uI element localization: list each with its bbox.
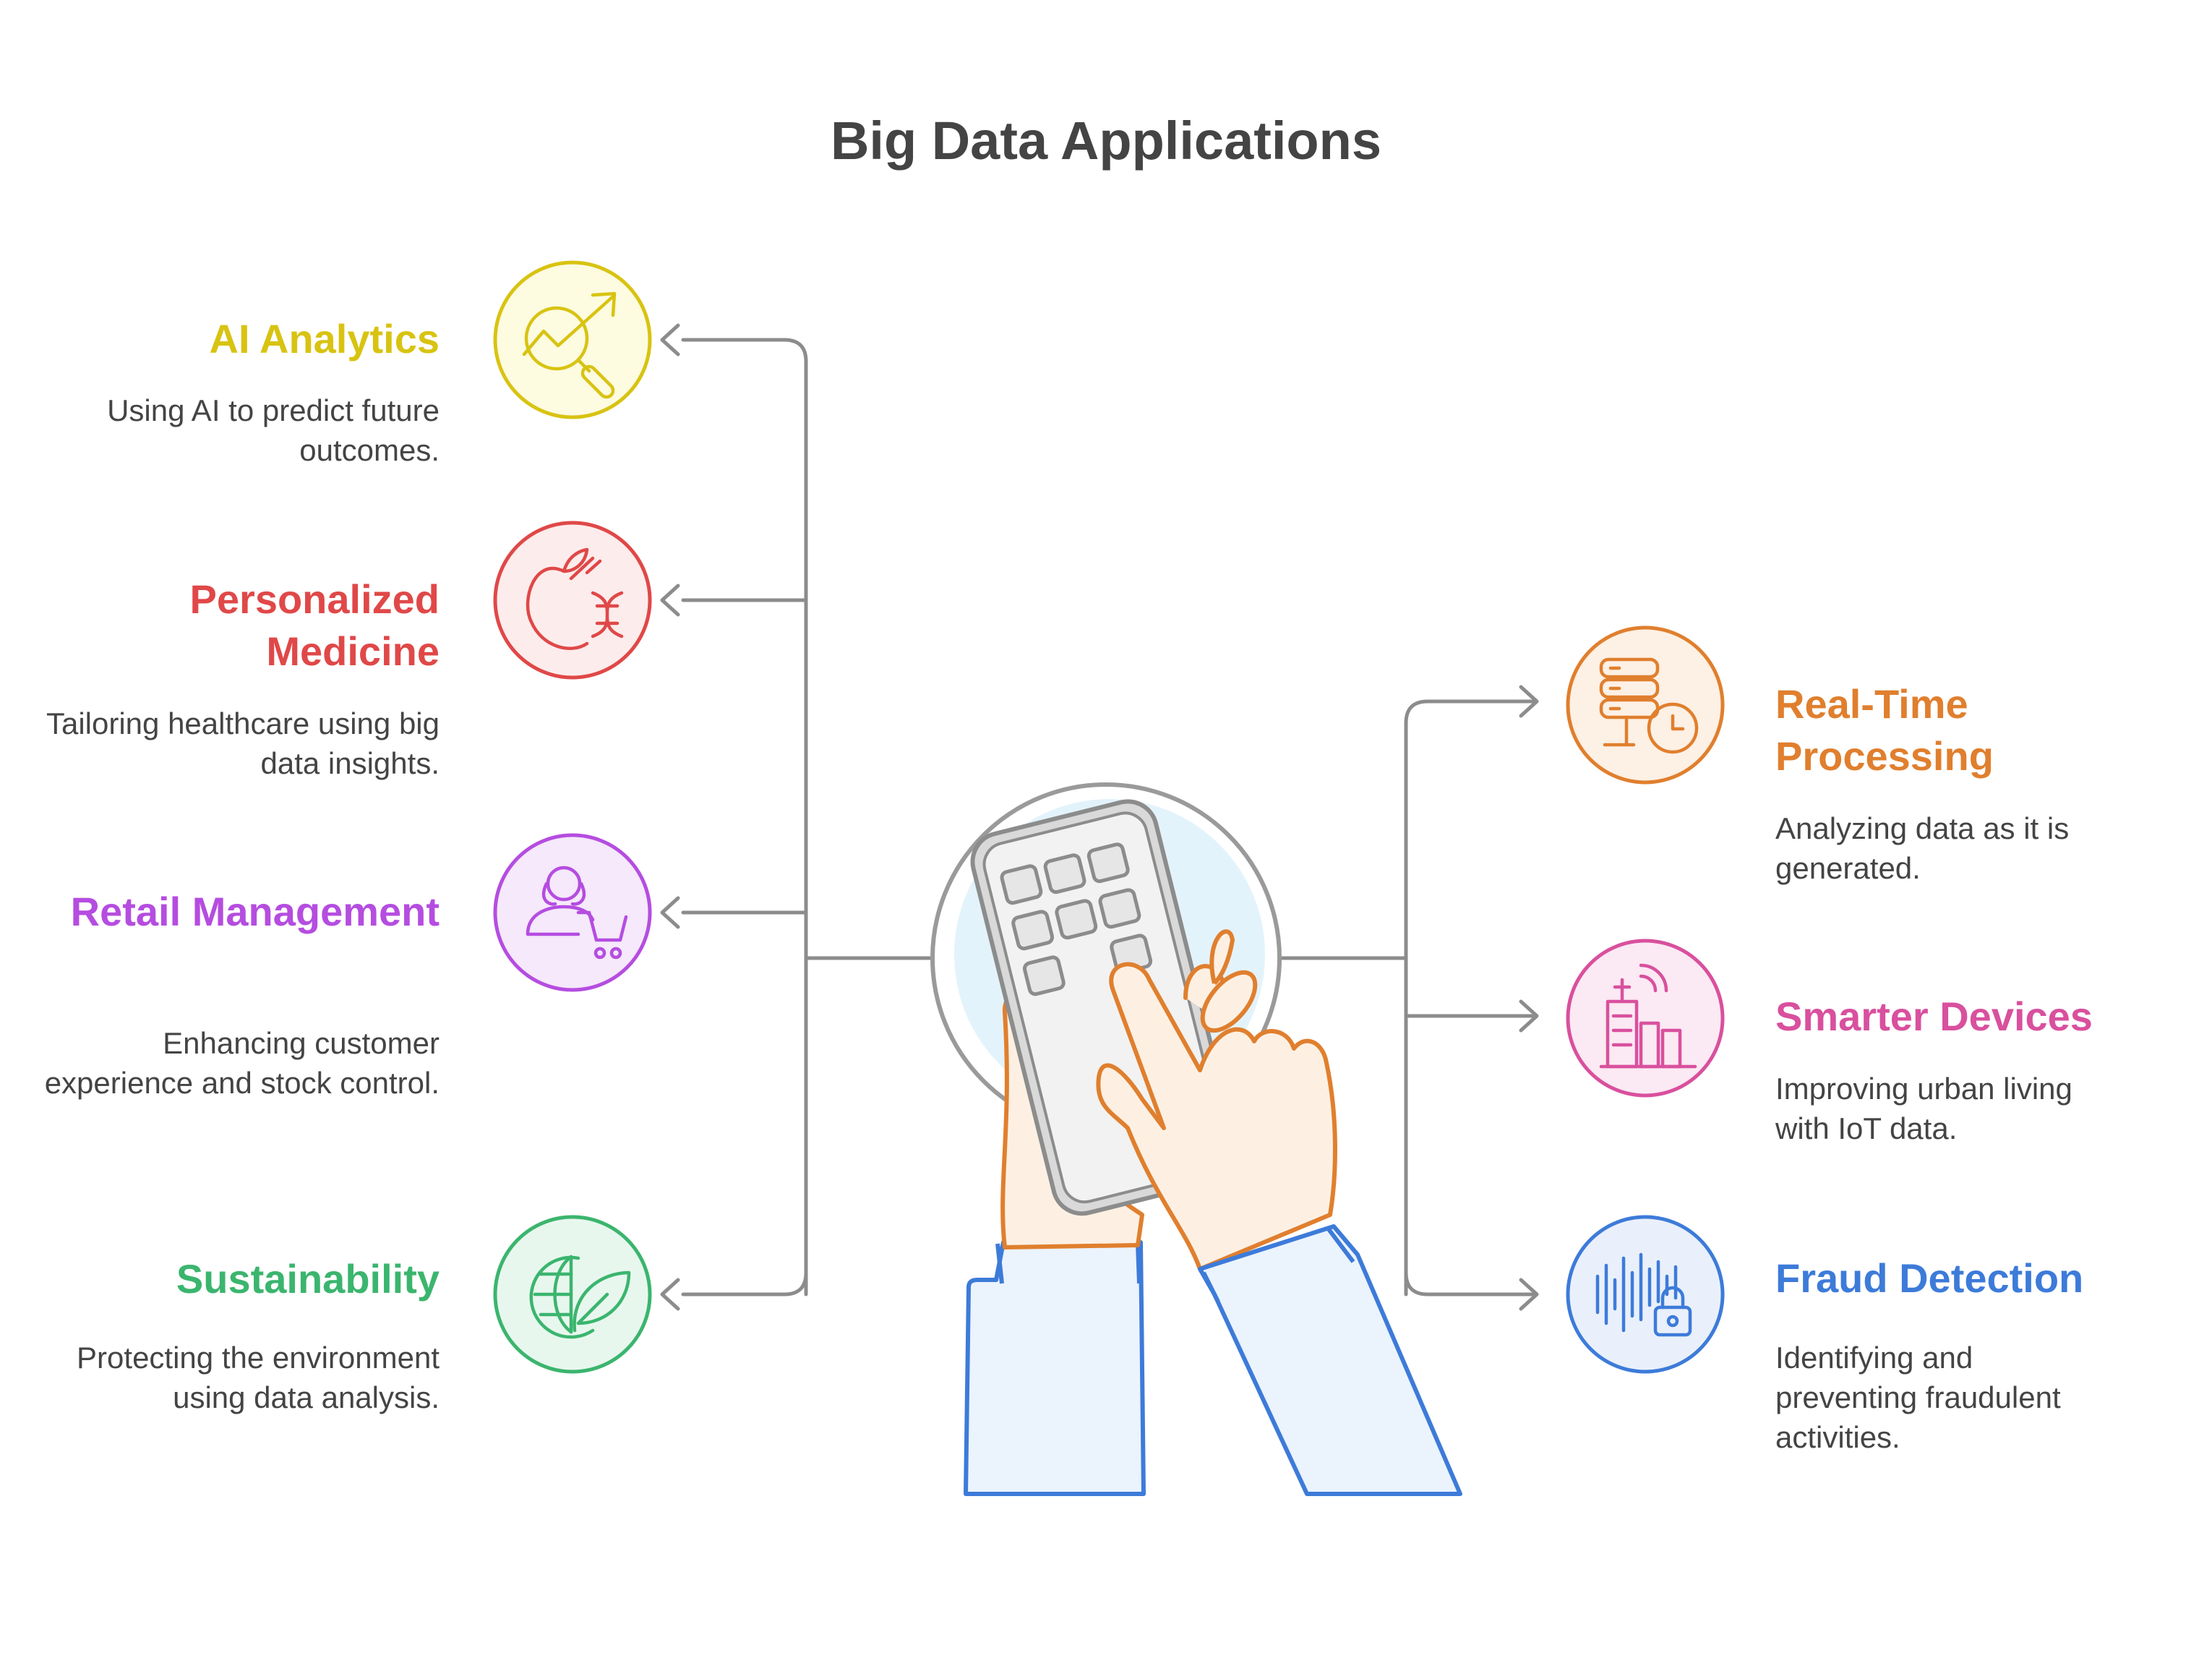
ai-analytics-title: AI Analytics	[209, 316, 440, 362]
personalized-medicine-title: Personalized Medicine	[189, 576, 440, 674]
page-title: Big Data Applications	[830, 111, 1381, 171]
personalized-medicine-description: Tailoring healthcare using big data insi…	[46, 706, 440, 780]
trend-magnifier-icon	[493, 260, 652, 419]
real-time-processing-description: Analyzing data as it is generated.	[1775, 811, 2070, 885]
connector-ai-analytics	[681, 338, 808, 1297]
hands-smartphone-icon	[930, 782, 1462, 1496]
ai-analytics-description: Using AI to predict future outcomes.	[107, 393, 440, 467]
globe-leaf-icon	[493, 1215, 652, 1374]
connector-real-time-processing	[1404, 699, 1535, 1297]
fraud-detection-description: Identifying and preventing fraudulent ac…	[1775, 1341, 2061, 1454]
server-clock-icon	[1566, 625, 1725, 785]
connector-sustainability	[681, 1270, 808, 1297]
retail-management-description: Enhancing customer experience and stock …	[44, 1026, 440, 1100]
fraud-detection-title: Fraud Detection	[1775, 1255, 2084, 1301]
retail-management-title: Retail Management	[70, 889, 440, 934]
real-time-processing-title: Real-Time Processing	[1775, 681, 1994, 779]
shopper-cart-icon	[493, 833, 652, 992]
apple-dna-icon	[493, 521, 652, 680]
smart-building-icon	[1566, 939, 1725, 1098]
smarter-devices-title: Smarter Devices	[1775, 994, 2093, 1039]
connector-fraud-detection	[1404, 1270, 1535, 1297]
sustainability-title: Sustainability	[176, 1256, 440, 1302]
connector-lines	[660, 323, 1539, 1311]
arrowheads-left	[660, 323, 680, 1311]
arrowheads-right	[1519, 685, 1539, 1311]
smarter-devices-description: Improving urban living with IoT data.	[1775, 1072, 2072, 1145]
soundwave-lock-icon	[1566, 1215, 1725, 1374]
sustainability-description: Protecting the environment using data an…	[77, 1341, 440, 1414]
